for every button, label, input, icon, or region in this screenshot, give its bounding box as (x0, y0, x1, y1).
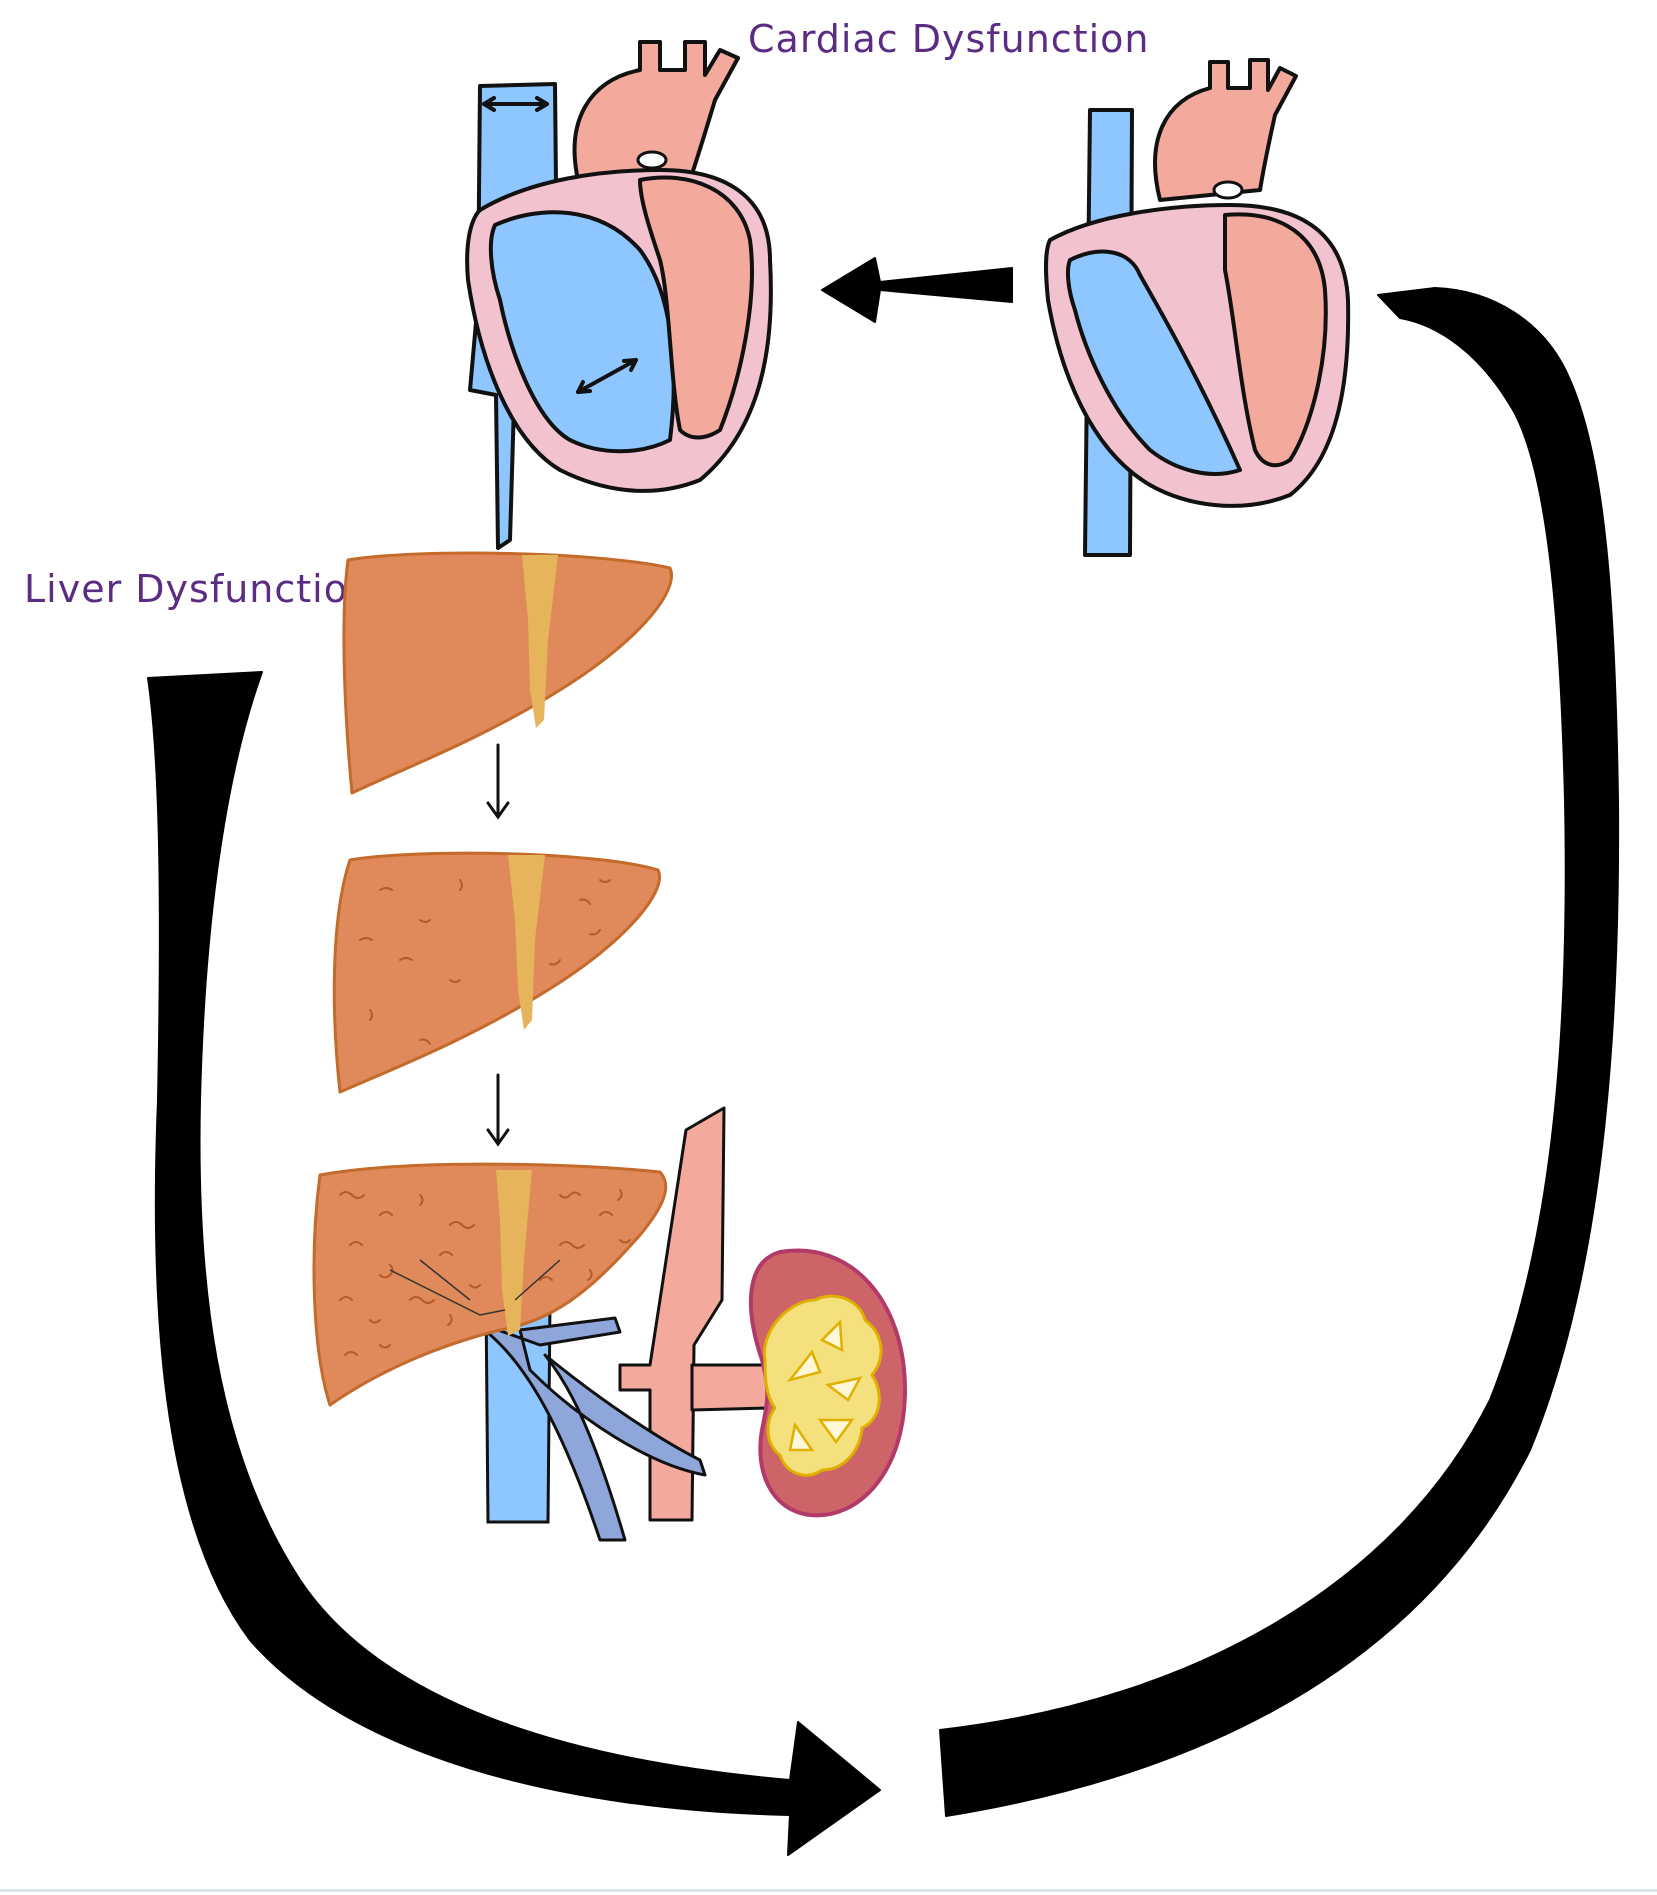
dilated-heart (465, 40, 773, 550)
aorta-lower (618, 1106, 726, 1522)
bile-duct-1 (522, 555, 558, 728)
renal-artery (690, 1363, 772, 1412)
left-ventricle-normal (1223, 212, 1328, 468)
down-arrow-2 (486, 1073, 510, 1147)
normal-heart (1043, 58, 1351, 557)
right-ventricle-dilated (488, 210, 676, 454)
liver-congested (332, 851, 661, 1094)
cardiac-dysfunction-label: Cardiac Dysfunction (748, 17, 1150, 61)
down-arrow-1 (486, 743, 510, 820)
kidney (748, 1248, 907, 1518)
kidney-to-heart-arrow (939, 287, 1620, 1817)
hepatic-portal-veins (468, 1316, 707, 1542)
liver-cirrhotic (312, 1106, 772, 1542)
bottom-divider (0, 1889, 1657, 1892)
right-ventricle-normal (1065, 249, 1242, 476)
bile-duct-3 (496, 1170, 532, 1336)
liver-to-kidney-arrow (147, 671, 881, 1856)
liver-dysfunction-label: Liver Dysfunction (24, 567, 373, 611)
liver-normal (342, 551, 673, 795)
aorta-normal (1153, 58, 1298, 202)
left-ventricle-dilated (638, 175, 754, 440)
left-arrow-heart-to-heart (821, 257, 1013, 323)
bile-duct-2 (508, 855, 545, 1030)
aorta-dilated (572, 40, 740, 182)
